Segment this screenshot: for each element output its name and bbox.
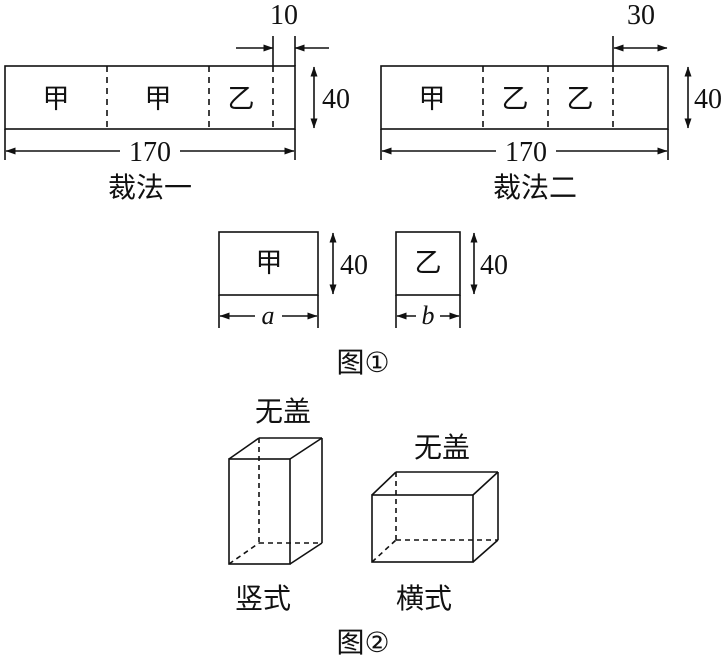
strip-1 <box>4 65 296 130</box>
figure-2-caption: 图② <box>336 626 389 659</box>
lid-label: 无盖 <box>255 395 311 428</box>
cell-label: 乙 <box>567 84 594 115</box>
horizontal-box <box>371 471 499 563</box>
strip-2 <box>380 65 669 130</box>
piece-a <box>218 231 337 328</box>
cell-label: 乙 <box>228 84 255 115</box>
height-label: 40 <box>322 84 350 115</box>
figure-1-caption: 图① <box>336 346 389 379</box>
height-label: 40 <box>480 250 508 281</box>
cell-label: 甲 <box>145 84 172 115</box>
cell-label: 甲 <box>43 84 70 115</box>
cutting-method-2 <box>380 36 692 160</box>
height-label: 40 <box>694 84 722 115</box>
cell-label: 乙 <box>502 84 529 115</box>
piece-b <box>395 231 478 328</box>
lid-label: 无盖 <box>414 431 470 464</box>
cutting-method-1 <box>4 36 329 160</box>
width-label: 170 <box>505 137 547 168</box>
remainder-label: 10 <box>270 0 298 31</box>
width-label: 170 <box>129 137 171 168</box>
cell-label: 甲 <box>419 84 446 115</box>
width-label-b: b <box>422 301 435 330</box>
method-caption: 裁法一 <box>108 171 192 204</box>
box-caption: 横式 <box>396 582 452 615</box>
width-label-a: a <box>262 301 275 330</box>
piece-label: 乙 <box>415 248 442 279</box>
piece-label: 甲 <box>256 248 283 279</box>
box-caption: 竖式 <box>235 582 291 615</box>
height-label: 40 <box>340 250 368 281</box>
method-caption: 裁法二 <box>493 171 577 204</box>
vertical-box <box>228 437 323 565</box>
remainder-label: 30 <box>627 0 655 31</box>
